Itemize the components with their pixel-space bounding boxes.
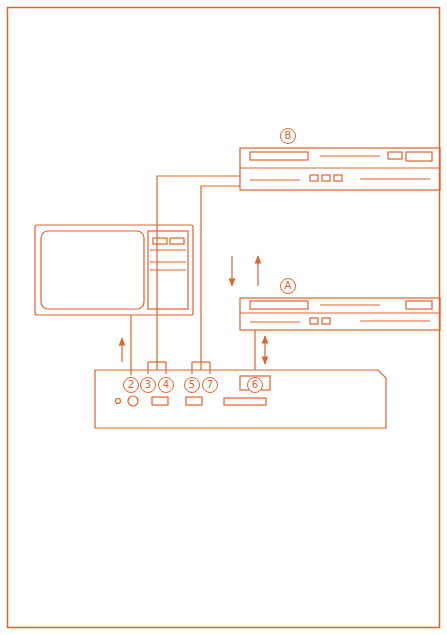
callout-number: 4 [158,377,174,393]
text-slot: 4 [158,373,174,393]
vcr-button [322,318,330,324]
device-label: A [280,278,296,294]
jack [152,397,168,405]
text-slot: B [280,124,296,144]
controller [95,362,386,428]
vcr-button [310,318,318,324]
callout-number: 5 [184,377,200,393]
vcr-divider [240,167,440,168]
vcr-detail [360,320,430,321]
vcr-box: A [240,298,440,330]
tv-wire [130,315,131,375]
wire-bracket [165,362,166,374]
vcr-button [388,152,402,159]
vcr-body [240,298,440,330]
vcr-b [240,148,440,190]
direction-arrow [257,256,258,286]
vcr-a [240,298,440,330]
vcr-display [406,301,432,309]
text-slot: 2 [123,373,139,393]
device-label: B [280,128,296,144]
vcr-display [406,152,432,161]
connector-wire [201,186,240,370]
text-slot: 3 [140,373,156,393]
tv-panel-line [150,249,186,250]
vcr-detail [360,178,430,179]
text-slot: A [280,274,296,294]
vcr-button [334,175,342,181]
television [35,225,193,315]
connector [201,186,258,370]
tv-panel-line [150,269,186,270]
direction-arrow [231,256,232,286]
tv-cabinet [35,225,193,315]
vcr-box: B [240,148,440,190]
page-frame [8,8,440,628]
callout-number: 2 [123,377,139,393]
callout-number: 7 [202,377,218,393]
vcr-detail [250,179,300,180]
tv-panel-line [150,261,186,262]
tv-screen [41,231,144,309]
direction-arrow [264,336,265,364]
signal-arrow [121,338,122,362]
vcr-detail [320,155,380,156]
cassette-slot [250,152,308,160]
tv-button [170,238,184,244]
controller-box: 23457 6 [95,370,386,428]
wire-bracket [209,362,210,374]
connector [157,176,240,370]
text-slot: 7 [202,373,218,393]
callout-number: 6 [247,377,263,393]
wire-bracket [147,362,148,374]
vcr-detail [250,321,300,322]
vcr-divider [240,312,440,313]
cassette-slot [250,301,308,309]
connector-wire [254,330,255,370]
tv-button [153,238,167,244]
callout-number: 3 [140,377,156,393]
wire-bracket [191,362,192,374]
vcr-detail [320,304,380,305]
jack [116,399,121,404]
vcr-body [240,148,440,190]
vcr-button [310,175,318,181]
jack [128,396,138,406]
text-slot: 6 [247,373,263,393]
connector [255,330,265,370]
tv-panel [148,231,188,309]
connector-wire [157,176,240,370]
controller-body [95,370,386,428]
text-slot: 5 [184,373,200,393]
jack [186,397,202,405]
vcr-button [322,175,330,181]
jack [224,398,266,405]
